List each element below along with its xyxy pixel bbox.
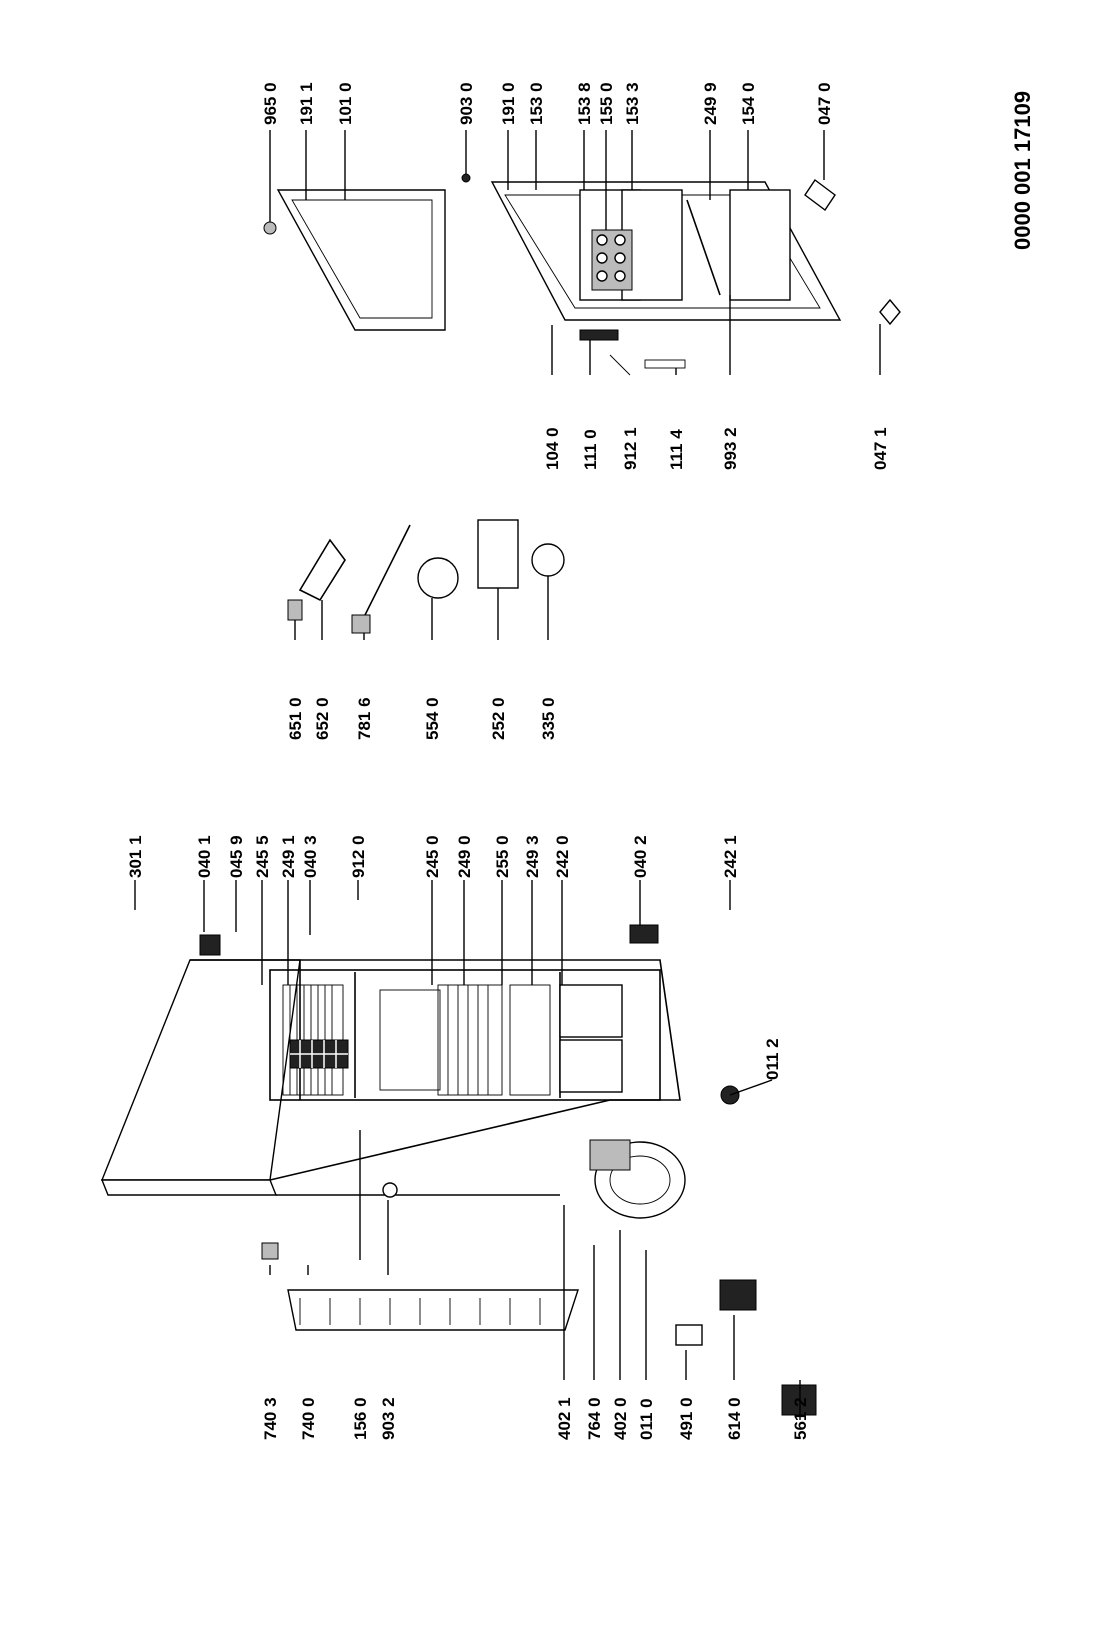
part-label: 903 0 [457, 82, 476, 125]
part-label: 912 0 [349, 835, 368, 878]
screw-903 [461, 173, 471, 183]
freezer-door-drawing [276, 189, 446, 331]
knob [417, 557, 459, 599]
light-housing [477, 519, 519, 589]
fridge-shelves [379, 984, 551, 1096]
part-label: 255 0 [493, 835, 512, 878]
part-label: 040 3 [301, 835, 320, 878]
part-label: 965 0 [261, 82, 280, 125]
components-drawing [287, 519, 565, 634]
part-label: 242 1 [721, 835, 740, 878]
part-label: 040 1 [195, 835, 214, 878]
spring [609, 354, 631, 376]
part-label: 245 5 [253, 835, 272, 878]
part-label: 561 2 [791, 1397, 810, 1440]
ice-tray [289, 1039, 349, 1069]
part-label: 155 0 [597, 82, 616, 125]
part-label: 402 1 [555, 1397, 574, 1440]
screw-965 [263, 221, 277, 235]
hinge-pin-lower [879, 298, 901, 326]
compressor [589, 1139, 686, 1219]
part-label: 104 0 [543, 427, 562, 470]
part-label: 242 0 [553, 835, 572, 878]
part-label: 491 0 [677, 1397, 696, 1440]
part-label: 153 0 [527, 82, 546, 125]
lamp-cover [531, 543, 565, 577]
lamp-bulb [287, 599, 303, 621]
part-label: 153 3 [623, 82, 642, 125]
part-label: 191 0 [499, 82, 518, 125]
part-label: 045 9 [227, 835, 246, 878]
part-label: 764 0 [585, 1397, 604, 1440]
capillary-tube [359, 524, 411, 626]
document-code: 0000 001 17109 [1010, 91, 1035, 250]
part-labels-col2: 301 1 040 1 045 9 245 5 249 1 040 3 912 … [126, 835, 740, 878]
bottom-hinge [629, 924, 659, 944]
part-label: 252 0 [489, 697, 508, 740]
cover-491 [675, 1324, 703, 1346]
egg-tray [591, 229, 633, 291]
part-label: 740 0 [299, 1397, 318, 1440]
leader-lines [134, 130, 881, 1420]
thermostat [298, 538, 346, 602]
part-label: 652 0 [313, 697, 332, 740]
part-label: 153 8 [575, 82, 594, 125]
part-label: 111 4 [667, 429, 686, 470]
screw-cover [382, 1182, 398, 1198]
part-label: 191 1 [297, 82, 316, 125]
part-label: 402 0 [611, 1397, 630, 1440]
top-hinge [199, 934, 221, 956]
part-label: 903 2 [379, 1397, 398, 1440]
part-label: 011 2 [763, 1038, 782, 1080]
part-label: 047 0 [815, 82, 834, 125]
part-label: 011 0 [637, 1398, 656, 1440]
fridge-door-drawing [263, 173, 901, 376]
part-label: 156 0 [351, 1397, 370, 1440]
part-label: 614 0 [725, 1397, 744, 1440]
part-label: 740 3 [261, 1397, 280, 1440]
part-label: 651 0 [286, 697, 305, 740]
grille-cap [261, 1242, 279, 1260]
part-label: 335 0 [539, 697, 558, 740]
part-label: 040 2 [631, 835, 650, 878]
part-label: 781 6 [355, 697, 374, 740]
crisper-drawers [559, 984, 623, 1093]
part-labels-col3: 011 2 [763, 1038, 782, 1080]
part-label: 554 0 [423, 697, 442, 740]
part-label: 912 1 [621, 427, 640, 470]
part-labels-col6: 965 0 191 1 101 0 903 0 191 0 153 0 153 … [261, 82, 834, 125]
component-561 [781, 1384, 817, 1416]
part-labels-col4: 651 0 652 0 781 6 554 0 252 0 335 0 [286, 697, 558, 740]
bottle-bar [686, 199, 721, 296]
part-label: 111 0 [581, 429, 600, 470]
part-label: 993 2 [721, 427, 740, 470]
part-label: 249 1 [279, 835, 298, 878]
part-label: 249 3 [523, 835, 542, 878]
relay-614 [719, 1279, 757, 1311]
part-label: 249 0 [455, 835, 474, 878]
part-label: 249 9 [701, 82, 720, 125]
part-label: 245 0 [423, 835, 442, 878]
part-labels-col1: 740 3 740 0 156 0 903 2 402 1 764 0 402 … [261, 1397, 810, 1440]
part-label: 301 1 [126, 835, 145, 878]
part-label: 154 0 [739, 82, 758, 125]
door-handle [579, 329, 619, 341]
part-label: 101 0 [336, 82, 355, 125]
ventilation-grille [287, 1289, 579, 1331]
strip [644, 359, 686, 369]
part-label: 047 1 [871, 427, 890, 470]
hinge-pin-upper [804, 178, 836, 212]
refrigerator-cabinet-drawing [100, 924, 817, 1416]
part-labels-col5: 104 0 111 0 912 1 111 4 993 2 047 1 [543, 427, 890, 470]
